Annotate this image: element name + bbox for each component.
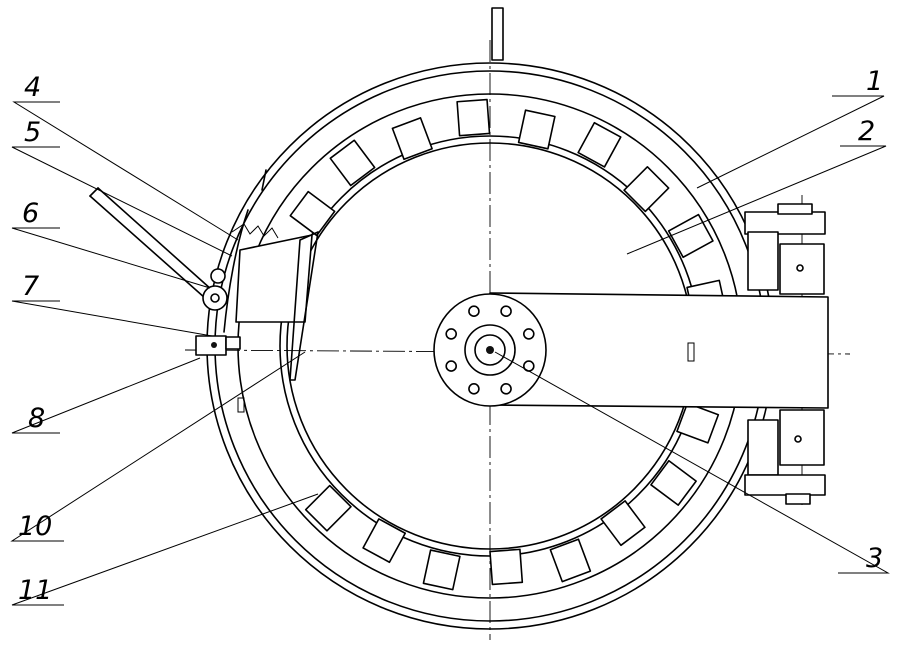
hub-bolt [468, 383, 480, 395]
ring-segment [391, 117, 433, 161]
top-shaft [491, 7, 504, 61]
hub-bolt [445, 360, 457, 372]
hub-bolt [468, 305, 480, 317]
ring-segment [600, 500, 646, 547]
bearing-bracket-bottom [744, 409, 826, 505]
hub-bolts [445, 305, 535, 395]
bearing-bracket-top [744, 203, 826, 295]
callout-5: 5 [24, 117, 41, 148]
ring-segment [456, 98, 491, 137]
leader-lines [10, 95, 890, 606]
brake-lever-mechanism [89, 169, 319, 413]
segment-ring [289, 98, 738, 591]
ring-segment [517, 109, 556, 150]
callout-labels: 1 2 3 4 5 6 7 8 10 11 [18, 66, 883, 606]
callout-1: 1 [866, 66, 883, 97]
callout-10: 10 [18, 511, 52, 542]
ring-segment [549, 538, 592, 583]
callout-6: 6 [22, 198, 39, 229]
hub-bolt [500, 383, 512, 395]
ring-segment [489, 548, 524, 586]
ring-segment [650, 459, 697, 506]
ring-segment [329, 139, 376, 187]
callout-3: 3 [866, 543, 883, 574]
callout-4: 4 [24, 72, 41, 103]
callout-7: 7 [22, 271, 39, 302]
ring-segment [676, 402, 720, 444]
ring-segment [362, 518, 407, 564]
hub-bolt [523, 328, 535, 340]
callout-11: 11 [18, 575, 52, 606]
ring-segment [289, 190, 336, 237]
callout-8: 8 [28, 403, 45, 434]
ring-segment [667, 213, 714, 259]
ring-segment [577, 121, 622, 168]
hub-bolt [500, 305, 512, 317]
hub-flange [433, 293, 547, 407]
ring-segment [422, 549, 461, 591]
hub-bolt [445, 328, 457, 340]
callout-2: 2 [858, 116, 875, 147]
ring-segment [304, 484, 352, 532]
ring-segment [623, 166, 670, 213]
